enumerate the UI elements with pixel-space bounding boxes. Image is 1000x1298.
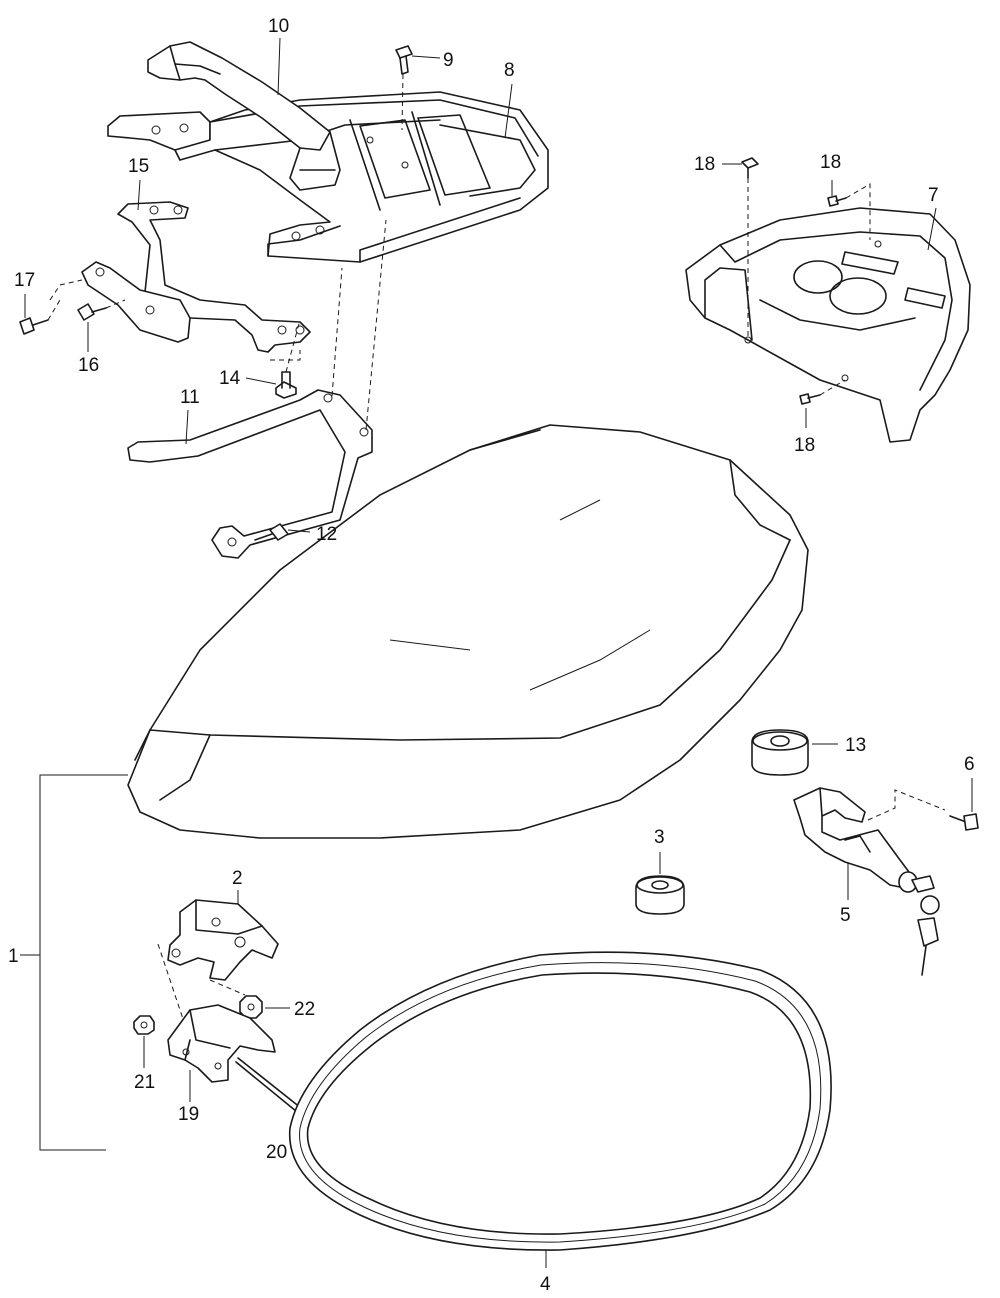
- bolt-17: [19, 279, 83, 335]
- bolt-9: [395, 45, 441, 131]
- support-stay-11: [127, 219, 387, 559]
- rear-cover-7: [685, 207, 971, 443]
- assembly-bracket-1: [20, 774, 128, 1151]
- callout-15: 15: [128, 156, 149, 177]
- callout-18-bottom: 18: [794, 435, 815, 456]
- damper-13: [751, 729, 838, 776]
- callout-7: 7: [928, 185, 939, 206]
- screw-18-top: [722, 157, 759, 340]
- callout-21: 21: [134, 1072, 155, 1093]
- callout-9: 9: [443, 50, 454, 71]
- callout-19: 19: [178, 1104, 199, 1125]
- seat-lock-5: [793, 787, 946, 976]
- callout-4: 4: [540, 1274, 551, 1295]
- callout-11: 11: [180, 387, 200, 408]
- callout-18-mid: 18: [820, 152, 841, 173]
- callout-22: 22: [294, 999, 315, 1020]
- nut-22: [239, 995, 290, 1019]
- callout-8: 8: [504, 60, 515, 81]
- bolt-14: [245, 319, 301, 399]
- callout-18-top: 18: [694, 154, 715, 175]
- callout-1: 1: [8, 946, 19, 967]
- callout-3: 3: [654, 827, 665, 848]
- callout-12: 12: [316, 524, 337, 545]
- seat-gasket-4: [288, 951, 832, 1268]
- callout-16: 16: [78, 355, 99, 376]
- hinge-19: [167, 1004, 276, 1102]
- bolt-16: [77, 299, 126, 321]
- callout-17: 17: [14, 270, 35, 291]
- nut-21: [133, 1015, 155, 1068]
- bolt-12: [254, 523, 311, 541]
- callout-labels: 10 9 8 15 18 18 7 17 16 14 11 18 12 13 6…: [8, 16, 975, 1295]
- callout-13: 13: [845, 735, 866, 756]
- seat-assembly: [127, 424, 809, 839]
- callout-14: 14: [219, 368, 241, 389]
- callout-2: 2: [232, 868, 243, 889]
- hinge-bracket-2: [157, 890, 279, 1026]
- rear-carrier-rack: [107, 41, 549, 263]
- callout-10: 10: [268, 16, 289, 37]
- callout-20: 20: [266, 1142, 287, 1163]
- screw-18-mid: [827, 180, 871, 240]
- callout-5: 5: [840, 905, 851, 926]
- callout-6: 6: [964, 754, 975, 775]
- bushing-3: [635, 852, 685, 915]
- mount-plate: [81, 261, 191, 343]
- screw-18-bottom: [799, 379, 846, 428]
- screw-6: [949, 778, 979, 831]
